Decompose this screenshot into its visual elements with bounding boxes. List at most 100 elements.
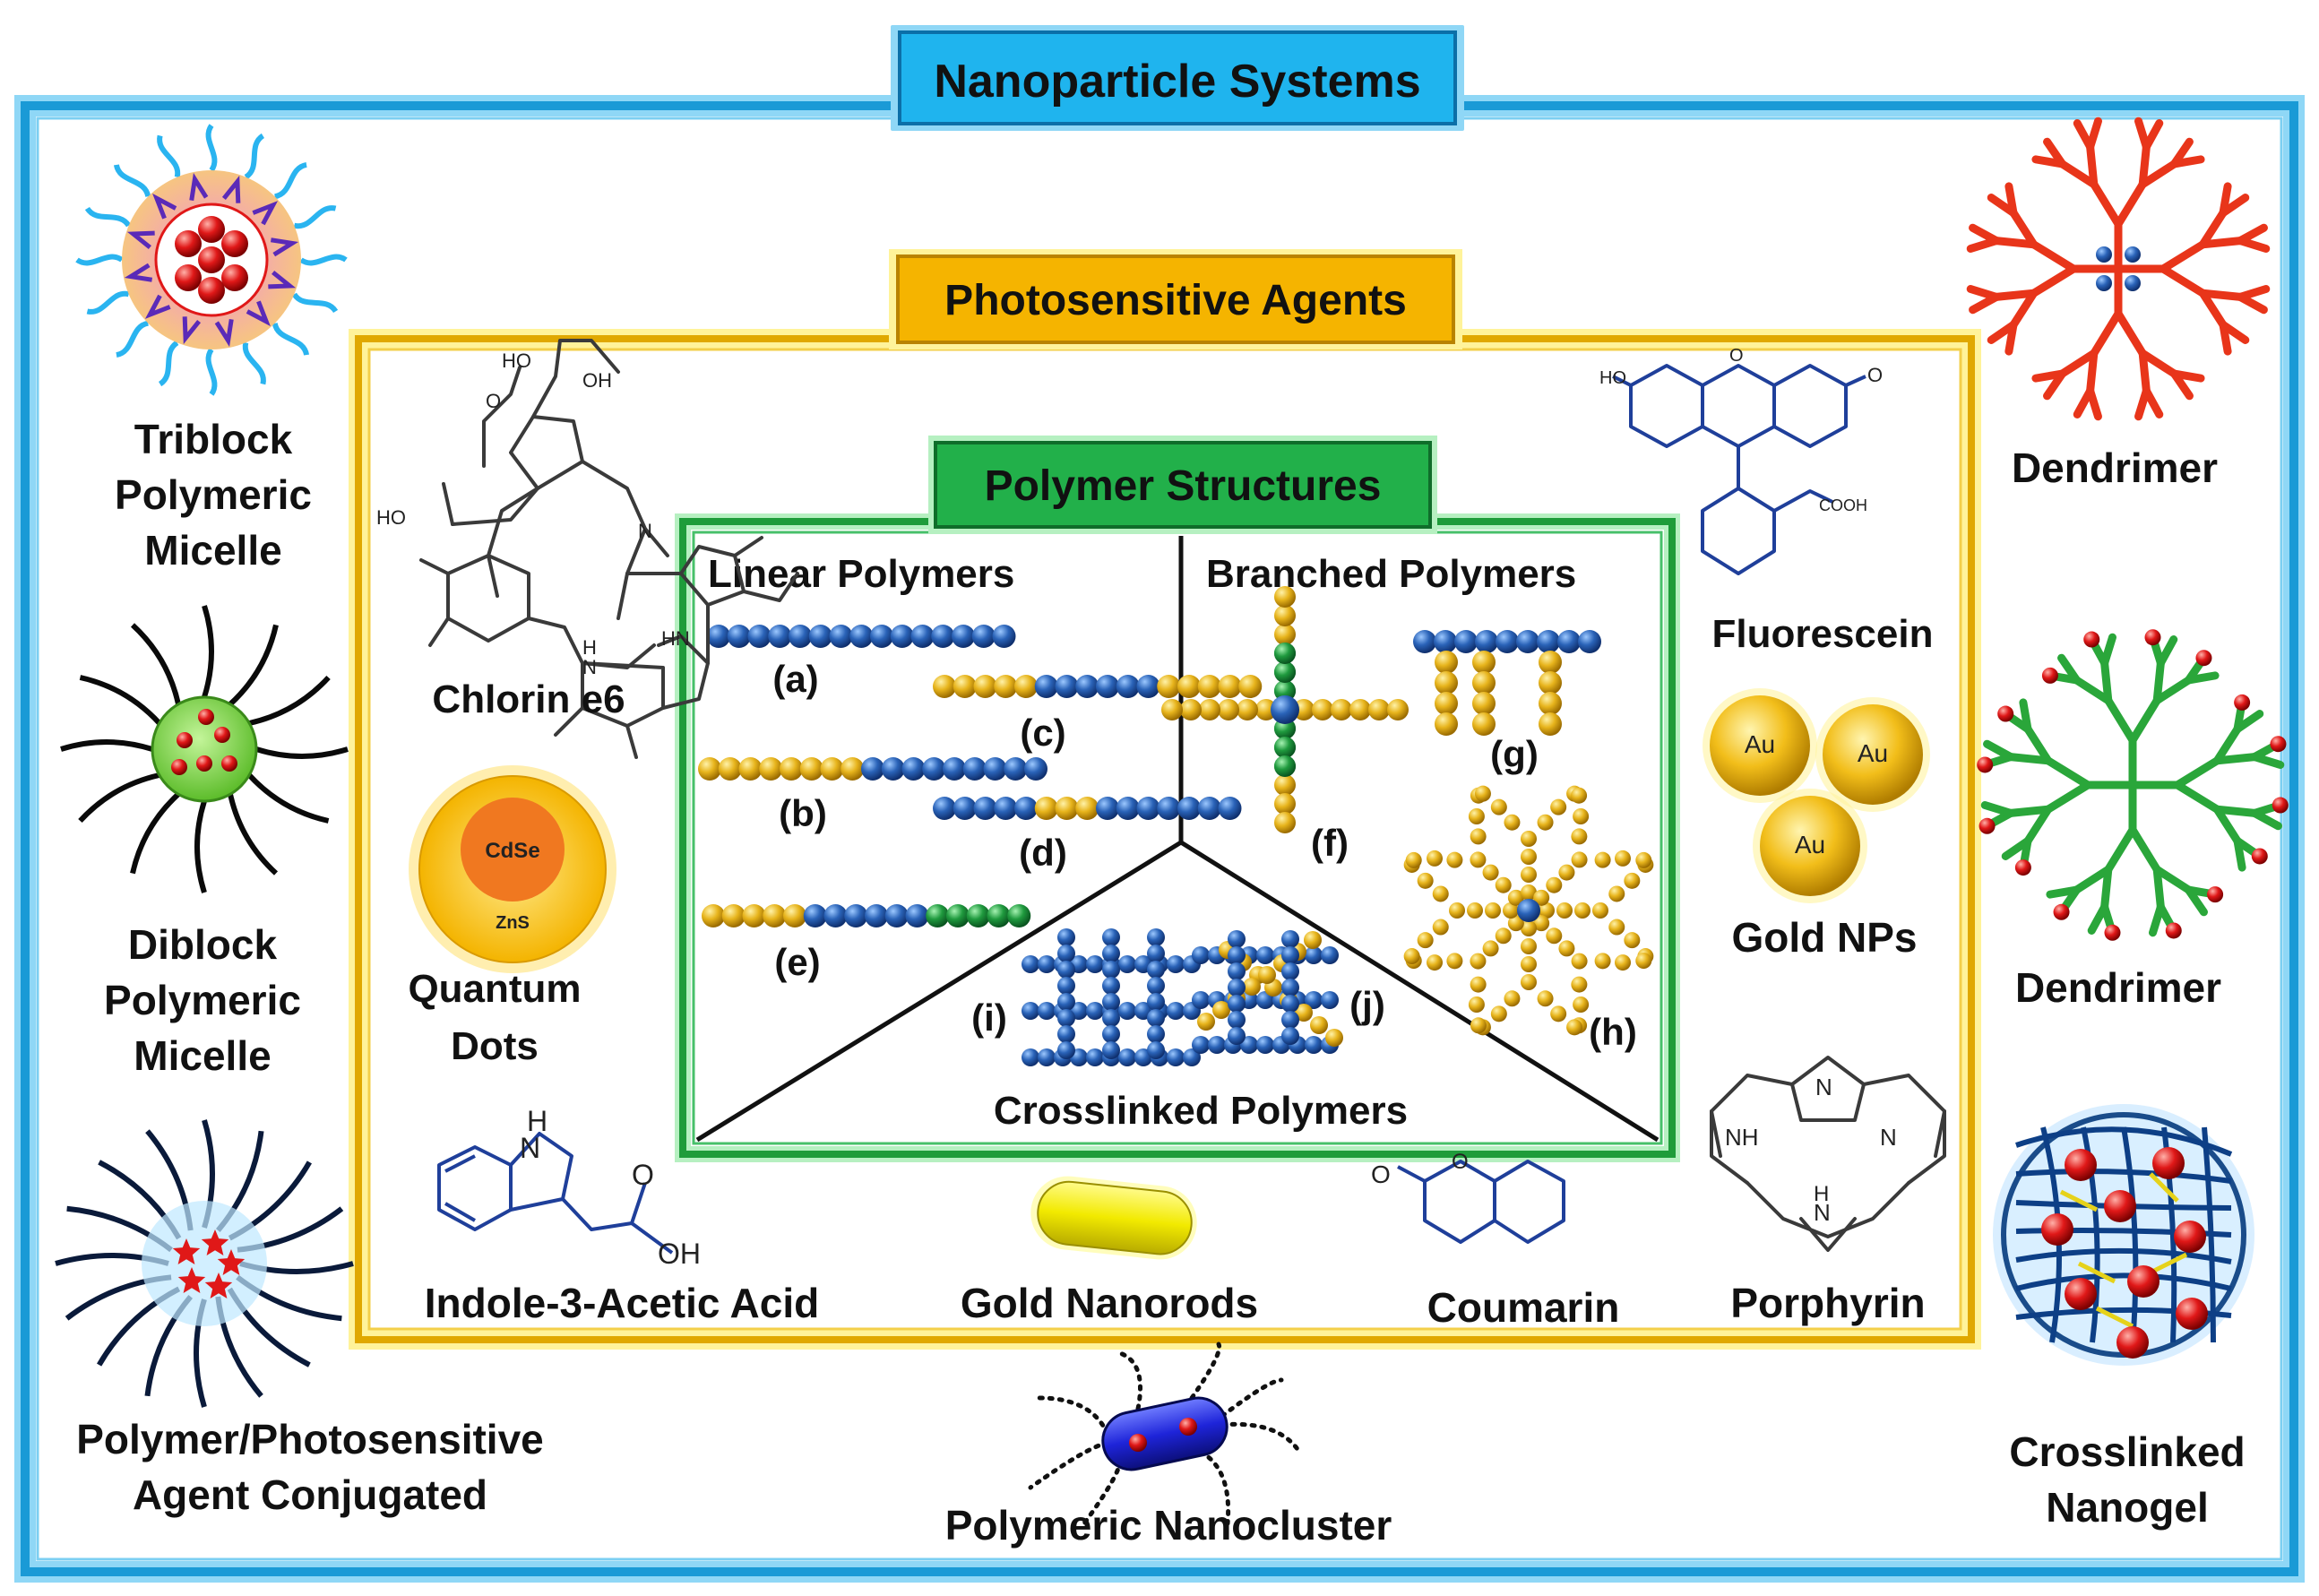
dendrimer-branch <box>2090 180 2123 229</box>
gel-crosslink <box>2149 1252 2188 1275</box>
chain-bead <box>1157 797 1181 820</box>
network-bead <box>1118 1002 1136 1020</box>
network-bead <box>1086 1002 1104 1020</box>
dendrimer-branch <box>2138 349 2151 395</box>
label-b: (b) <box>779 792 827 834</box>
corona-chain <box>84 206 132 228</box>
side-bead <box>1435 671 1458 694</box>
gel-payload-dot <box>2152 1147 2185 1179</box>
branched-polymer-g <box>1413 630 1601 736</box>
qd-core-label: CdSe <box>485 839 539 863</box>
backbone-bead <box>1413 630 1436 653</box>
corona-chain <box>116 320 150 358</box>
surface-dot <box>1978 817 1996 834</box>
diblock-arm <box>194 800 207 893</box>
gel-crosslink <box>2095 1306 2134 1329</box>
dendron-bead <box>1556 902 1573 919</box>
chain-bead <box>780 757 803 781</box>
dendron-bead <box>1432 919 1449 936</box>
network-bead <box>1022 1002 1039 1020</box>
chain-bead <box>747 625 772 648</box>
surface-dot <box>2195 650 2212 667</box>
dendrimer-branch <box>2152 659 2165 705</box>
dendrimer-branch <box>2086 349 2099 395</box>
linear-chain-b <box>698 757 1047 781</box>
nanocluster-label: Polymeric Nanocluster <box>945 1502 1392 1549</box>
branch-bead <box>1274 812 1296 833</box>
dendron-bead <box>1608 919 1625 936</box>
gel-crosslink <box>2059 1189 2099 1212</box>
dendron-bead <box>1405 851 1422 868</box>
dendrimer-branch <box>1983 739 2015 762</box>
chain-bead <box>946 904 970 927</box>
payload-dot <box>175 264 202 291</box>
dendron-bead <box>1521 920 1537 936</box>
side-bead <box>1539 692 1562 715</box>
dendrimer-branch <box>2198 289 2228 330</box>
conjugated-label-1: Polymer/Photosensitive <box>76 1416 544 1462</box>
diblock-arm <box>130 792 181 875</box>
network-bead <box>1208 1036 1226 1054</box>
payload-dot <box>171 759 187 775</box>
branch-bead <box>1331 699 1352 720</box>
chain-bead <box>1024 757 1047 781</box>
network-bead <box>1192 1036 1210 1054</box>
cluster-tail <box>1028 1440 1110 1490</box>
dendrimer-branch <box>2072 865 2113 894</box>
crosslink-bead <box>1310 1016 1328 1034</box>
dendron-bead <box>1571 851 1588 868</box>
atom-h-2: H <box>527 1105 547 1137</box>
fluorescein-label: Fluorescein <box>1712 612 1934 656</box>
crosslink-bead <box>1212 1001 1230 1019</box>
dendron-bead <box>1521 884 1537 901</box>
dendron-bead <box>1574 902 1591 919</box>
network-bead <box>1167 1002 1185 1020</box>
dendrimer-branch <box>2198 237 2245 249</box>
gel-crosslink <box>2149 1172 2179 1203</box>
surface-dot <box>2251 848 2268 865</box>
corona-chain <box>244 133 265 180</box>
network-bead <box>1102 977 1120 995</box>
chain-bead <box>953 797 977 820</box>
dendrimer-label-2: Dendrimer <box>2015 964 2221 1011</box>
network-bead <box>1281 1027 1299 1045</box>
triblock-label-2: Polymeric <box>115 471 312 518</box>
network-bead <box>1183 1048 1201 1066</box>
dendrimer-branch <box>2023 724 2053 765</box>
payload-dot <box>198 277 225 304</box>
chain-bead <box>1014 797 1038 820</box>
surface-dot <box>1997 705 2014 722</box>
branch-bead <box>1161 699 1183 720</box>
chain-bead <box>1014 675 1038 698</box>
linear-chain-d <box>933 797 1242 820</box>
dendrimer-branch <box>2185 885 2208 917</box>
network-bead <box>1057 977 1075 995</box>
chain-bead <box>759 757 783 781</box>
surface-dot <box>2041 667 2058 684</box>
network-bead <box>1057 993 1075 1011</box>
dendrimer-branch <box>2044 781 2092 814</box>
surface-dot <box>2104 924 2121 941</box>
linear-polymers-heading: Linear Polymers <box>708 552 1014 596</box>
cluster-tail <box>1198 1449 1231 1526</box>
network-bead <box>1102 1009 1120 1027</box>
corona-chain <box>86 290 130 315</box>
dendron-bead <box>1546 876 1563 893</box>
gold-nanoparticles: Au Au Au <box>1703 688 1930 903</box>
surface-dot <box>1977 756 1994 773</box>
network-bead <box>1147 1009 1165 1027</box>
dendrimer-branch <box>1992 237 2039 249</box>
chain-bead <box>1177 797 1201 820</box>
gel-chain <box>2015 1272 2232 1291</box>
middle-block <box>189 172 209 202</box>
network-bead <box>1281 995 1299 1013</box>
dendrimer-branch <box>2086 116 2102 151</box>
polymer-structures-label: Polymer Structures <box>985 462 1382 510</box>
chain-bead <box>1157 675 1181 698</box>
side-bead <box>1472 671 1496 694</box>
branch-bead <box>1387 699 1409 720</box>
chain-bead <box>844 904 868 927</box>
network-bead <box>1305 1036 1323 1054</box>
atom-o-5: O <box>1867 364 1883 386</box>
dendron-bead <box>1533 889 1550 906</box>
